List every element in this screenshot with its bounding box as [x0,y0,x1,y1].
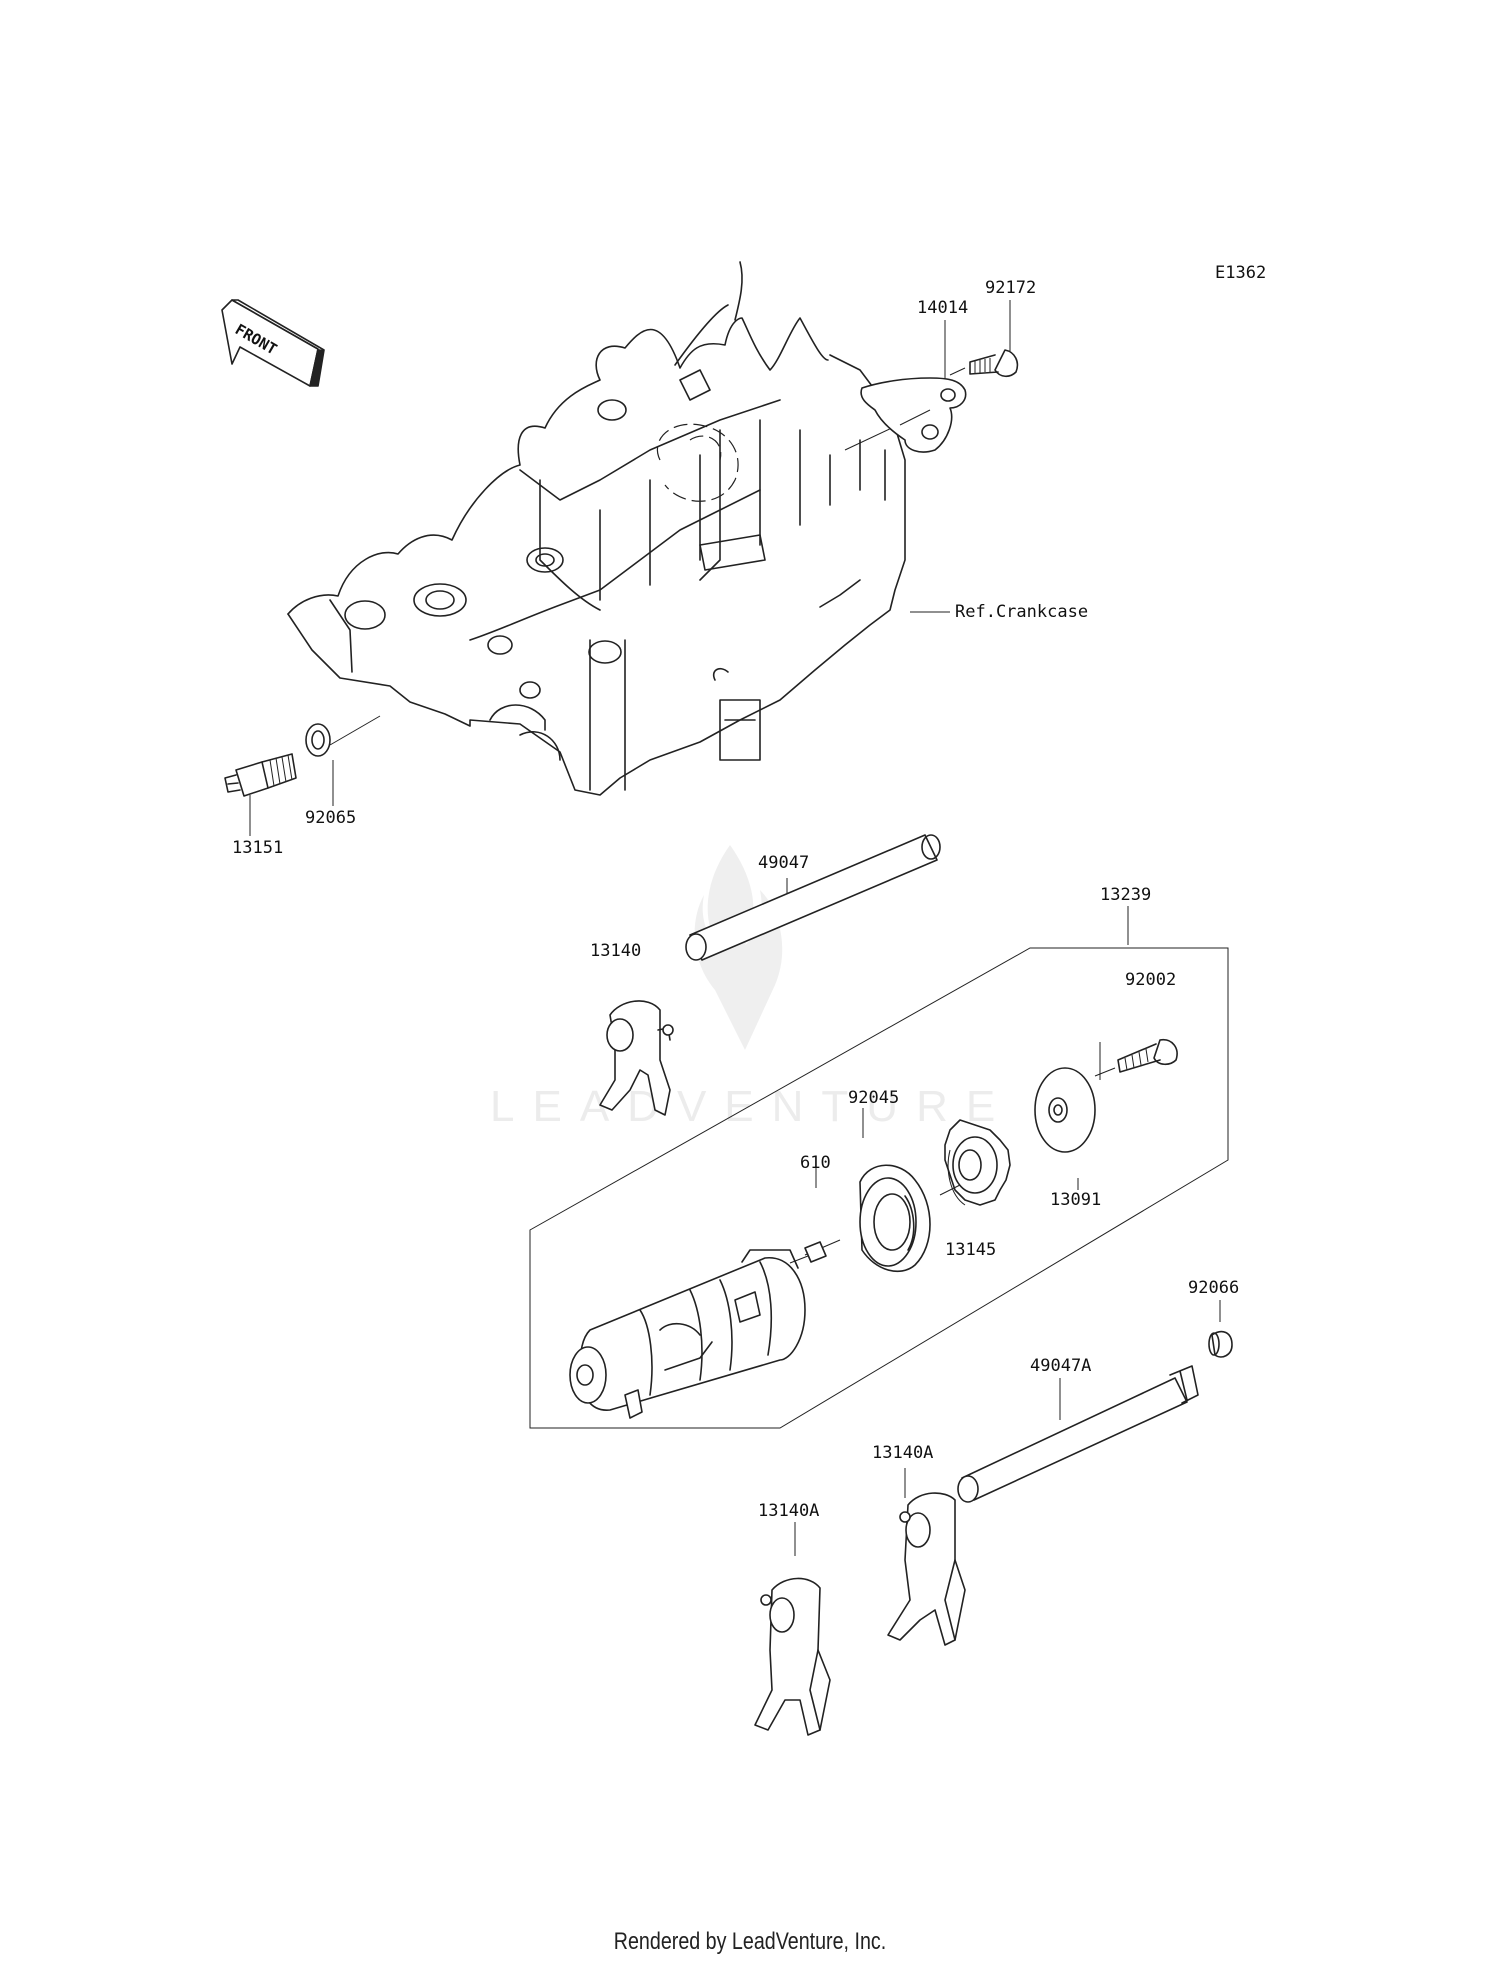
fork-13140A-right-drawing [887,1492,966,1646]
pin-610-drawing [789,1241,827,1264]
part-label-92066[interactable]: 92066 [1188,1278,1240,1298]
watermark-text: LEADVENTURE [490,1082,1014,1131]
gear-13145-drawing [944,1119,1011,1206]
front-arrow-icon [221,299,325,387]
shift-drum-assembly-box [529,947,1229,1429]
part-label-13091[interactable]: 13091 [1050,1190,1102,1210]
part-label-13140[interactable]: 13140 [590,941,642,961]
part-label-92172[interactable]: 92172 [985,278,1037,298]
part-label-13239[interactable]: 13239 [1100,885,1152,905]
shaft-49047A-drawing [957,1365,1199,1503]
disc-13091-drawing [1034,1067,1096,1153]
part-label-610[interactable]: 610 [800,1153,831,1173]
shaft-49047-drawing [685,834,941,961]
part-label-13140A-upper[interactable]: 13140A [872,1443,934,1463]
fork-13140-drawing [599,1000,674,1116]
cap-92066-drawing [1208,1330,1233,1358]
bolt-92002-drawing [1094,1038,1178,1077]
washer-92065-drawing [305,723,331,757]
watermark-logo-icon [694,845,783,1050]
part-label-49047[interactable]: 49047 [758,853,810,873]
part-label-92045[interactable]: 92045 [848,1088,900,1108]
plate-14014-drawing [860,377,967,453]
fork-13140A-left-drawing [754,1577,831,1736]
crankcase-drawing [287,261,906,796]
part-label-14014[interactable]: 14014 [917,298,969,318]
shift-drum-drawing [569,1249,806,1419]
part-label-92002[interactable]: 92002 [1125,970,1177,990]
part-label-13151[interactable]: 13151 [232,838,284,858]
sensor-13151-drawing [224,753,297,797]
part-label-13145[interactable]: 13145 [945,1240,997,1260]
reference-label: Ref.Crankcase [955,602,1089,622]
diagram-code: E1362 [1215,263,1267,283]
part-label-49047A[interactable]: 49047A [1030,1356,1092,1376]
part-label-13140A-lower[interactable]: 13140A [758,1501,820,1521]
bearing-92045-drawing [859,1164,931,1273]
footer-credit: Rendered by LeadVenture, Inc. [613,1928,887,1955]
screw-92172-drawing [949,349,1019,378]
part-label-92065[interactable]: 92065 [305,808,357,828]
